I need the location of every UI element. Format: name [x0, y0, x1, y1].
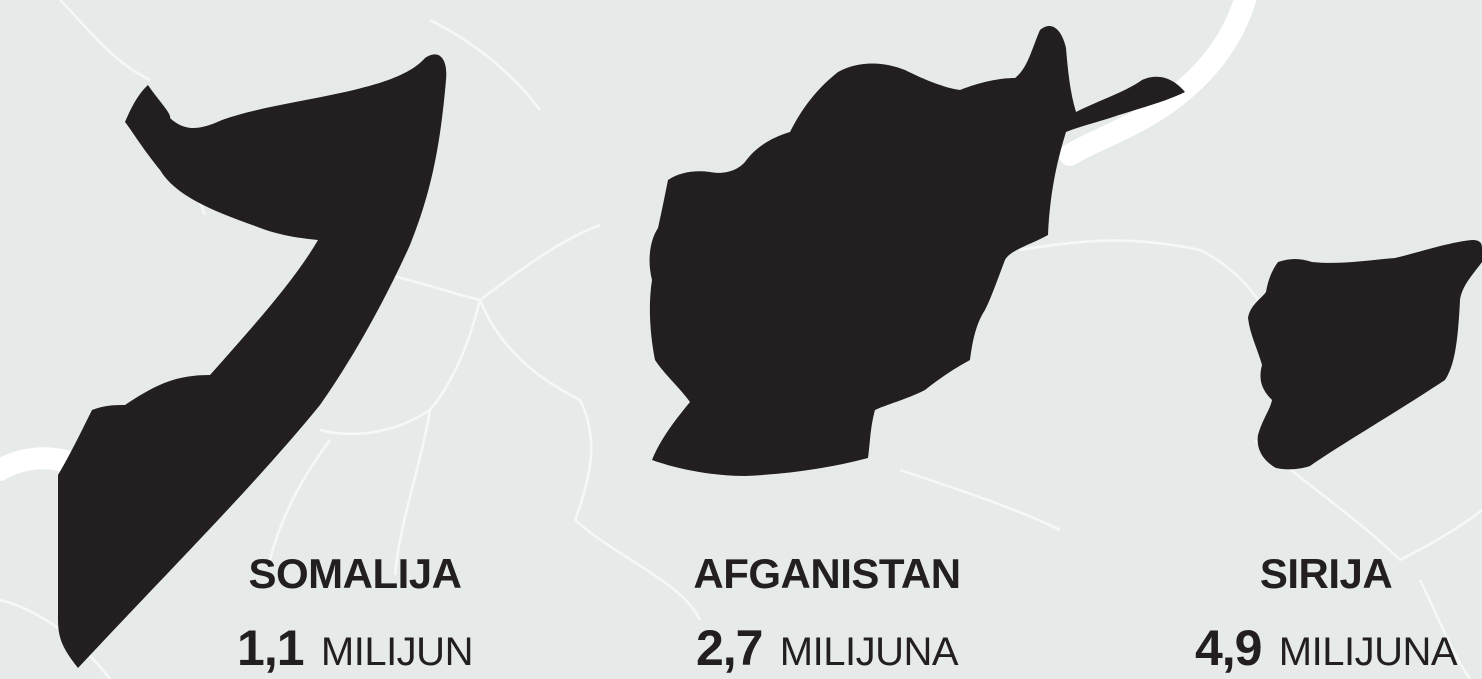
somalia-silhouette [58, 54, 447, 668]
country-name-syria: SIRIJA [1259, 550, 1393, 597]
country-block-syria: SIRIJA 4,9 MILIJUNA [1170, 550, 1482, 674]
country-block-somalia: SOMALIJA 1,1 MILIJUN [205, 550, 505, 674]
stat-number-somalia: 1,1 [237, 620, 317, 676]
stat-number-afghanistan: 2,7 [695, 620, 776, 676]
country-stat-syria: 4,9 MILIJUNA [1170, 623, 1482, 673]
country-stat-somalia: 1,1 MILIJUN [205, 623, 505, 673]
stat-number-syria: 4,9 [1194, 620, 1275, 676]
country-block-afghanistan: AFGANISTAN 2,7 MILIJUNA [672, 550, 982, 674]
river-lines [0, 0, 1256, 481]
country-stat-afghanistan: 2,7 MILIJUNA [672, 623, 982, 673]
country-name-somalia: SOMALIJA [248, 550, 462, 597]
afghanistan-silhouette [649, 26, 1185, 476]
stat-unit-syria: MILIJUNA [1278, 630, 1458, 674]
stat-unit-afghanistan: MILIJUNA [779, 630, 959, 674]
country-name-afghanistan: AFGANISTAN [693, 550, 961, 597]
syria-silhouette [1248, 240, 1482, 470]
stat-unit-somalia: MILIJUN [320, 630, 474, 674]
